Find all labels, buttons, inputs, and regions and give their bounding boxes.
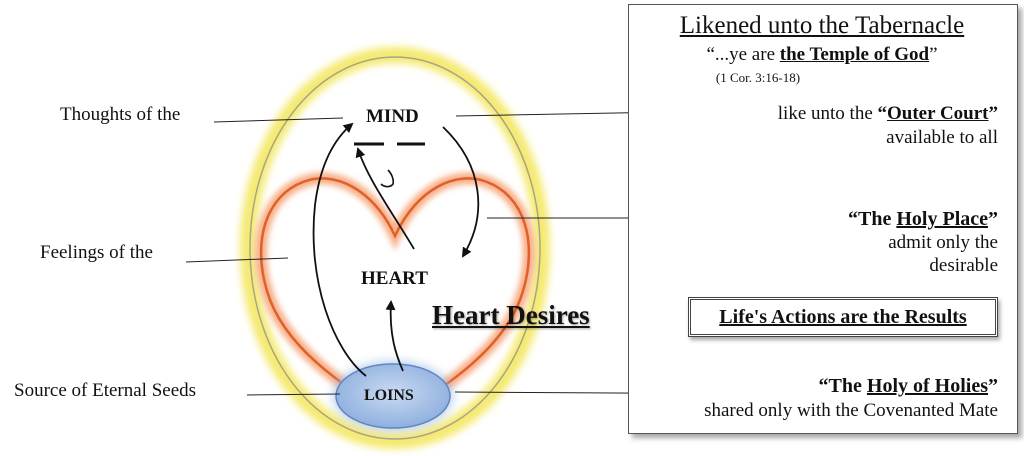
outer-court-heading: like unto the “Outer Court” [778, 103, 998, 125]
quote-emphasis: the Temple of God [779, 44, 930, 65]
holy-place-quote-close: ” [988, 208, 998, 230]
holy-place-desc-1: admit only the [888, 232, 998, 253]
temple-quote: “...ye are the Temple of God” [628, 44, 1016, 66]
hook-mark [380, 169, 395, 188]
outer-court-desc: available to all [886, 127, 998, 148]
quote-suffix: ” [929, 44, 938, 65]
outer-court-oval [249, 56, 541, 440]
mind-side-label: Thoughts of the [60, 104, 181, 125]
outer-court-term: Outer Court [887, 103, 989, 124]
curved-arrow-icon [385, 300, 404, 372]
heart-desires-label: Heart Desires [432, 300, 590, 330]
outer-court-quote-open: “ [877, 103, 888, 124]
heart-label: HEART [361, 268, 428, 289]
holy-of-holies-loins [335, 363, 451, 429]
mind-label: MIND [366, 106, 419, 127]
loins-label: LOINS [364, 387, 414, 404]
outer-court-prefix: like unto the [777, 103, 878, 124]
scripture-reference: (1 Cor. 3:16-18) [715, 70, 801, 85]
holy-of-holies-quote-open: “The [818, 375, 867, 397]
curved-arrow-icon [355, 147, 415, 250]
holy-of-holies-term: Holy of Holies [866, 375, 988, 397]
outer-court-quote-close: ” [988, 103, 999, 124]
holy-of-holies-quote-close: ” [988, 375, 998, 397]
results-box: Life's Actions are the Results [688, 297, 998, 337]
quote-prefix: “...ye are [706, 44, 780, 65]
loins-side-label: Source of Eternal Seeds [14, 380, 197, 401]
leader-line-mind [213, 117, 344, 123]
holy-place-heading: “The Holy Place” [848, 208, 998, 231]
holy-place-quote-open: “The [848, 208, 897, 230]
holy-of-holies-desc: shared only with the Covenanted Mate [704, 400, 998, 421]
outer-court-oval-glow [240, 47, 550, 449]
holy-of-holies-heading: “The Holy of Holies” [819, 375, 998, 398]
panel-title: Likened unto the Tabernacle [679, 12, 965, 39]
heart-side-label: Feelings of the [40, 242, 153, 263]
leader-line-loins [246, 393, 341, 396]
holy-place-desc-2: desirable [929, 255, 998, 276]
tabernacle-panel [628, 4, 1018, 434]
leader-line-heart [185, 257, 289, 263]
holy-place-term: Holy Place [896, 208, 988, 230]
curved-arrow-icon [442, 126, 480, 258]
curved-arrow-icon [312, 122, 367, 377]
